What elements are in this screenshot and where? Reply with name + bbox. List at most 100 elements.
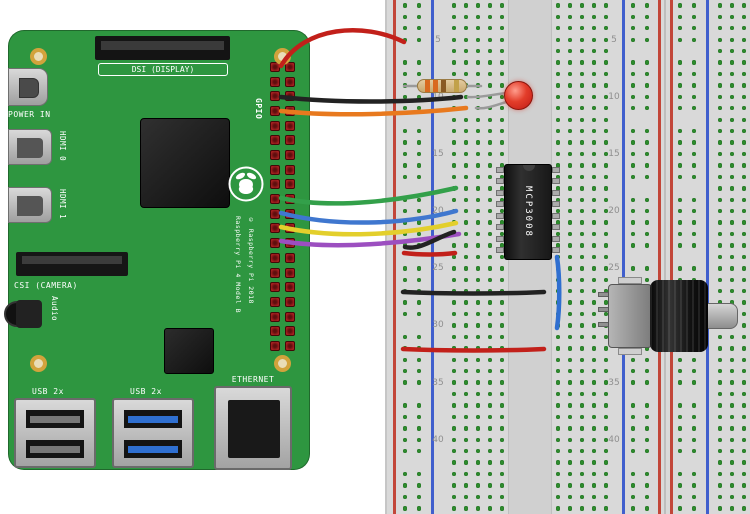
gpio-pin [285,179,295,190]
breadboard-hole [717,449,723,454]
breadboard-hole [591,60,597,65]
breadboard-hole [579,426,585,431]
gpio-pin [270,296,280,307]
breadboard-hole [555,334,561,340]
breadboard-hole [402,334,408,340]
breadboard-hole [579,506,585,511]
breadboard-hole [644,174,650,180]
breadboard-hole [402,151,408,157]
breadboard-hole [463,277,469,282]
breadboard-hole [463,14,469,20]
breadboard-hole [579,300,585,305]
breadboard-hole [487,26,493,31]
breadboard-hole [717,403,723,408]
breadboard-hole [691,14,697,20]
breadboard-hole [416,277,422,282]
power-rail-blue-line-left [431,0,434,514]
power-in-label: POWER IN [8,110,51,119]
breadboard-hole [402,3,408,8]
breadboard-hole [463,60,469,65]
breadboard-hole [402,266,408,271]
breadboard-hole [475,449,481,454]
breadboard-hole [591,37,597,42]
breadboard-hole [691,60,697,65]
breadboard-hole [555,48,561,54]
breadboard-hole [741,380,747,385]
breadboard-hole [567,346,573,351]
breadboard-hole [555,174,561,180]
breadboard-hole [603,346,609,351]
breadboard-hole [567,151,573,157]
gpio-pin [285,267,295,278]
breadboard-hole [644,506,650,511]
breadboard-hole [630,94,636,100]
gpio-pin [270,340,280,351]
breadboard-hole [451,460,457,465]
potentiometer-tab [618,277,642,284]
breadboard-hole [555,471,561,477]
breadboard-hole [567,277,573,282]
breadboard-hole [729,14,735,20]
breadboard-hole [416,311,422,317]
breadboard-hole [402,403,408,408]
power-rail-red-line-board2 [670,0,673,514]
breadboard-hole [591,231,597,237]
breadboard-hole [591,277,597,282]
breadboard-hole [487,426,493,431]
breadboard-hole [487,14,493,20]
breadboard-hole [416,71,422,77]
breadboard-hole [555,243,561,248]
breadboard-hole [630,243,636,248]
breadboard-hole [475,220,481,225]
breadboard-hole [463,288,469,294]
breadboard-hole [499,243,505,248]
breadboard-hole [644,128,650,134]
breadboard-hole [451,357,457,362]
breadboard-hole [603,266,609,271]
breadboard-hole [579,277,585,282]
mounting-hole [273,354,291,372]
gpio-pin [270,120,280,131]
breadboard-hole [451,494,457,500]
breadboard-hole [729,48,735,54]
breadboard-hole [487,471,493,477]
breadboard-hole [555,483,561,488]
breadboard-hole [591,437,597,442]
jumper-red-short [401,250,458,257]
breadboard-hole [644,140,650,145]
chip-pin [552,167,560,173]
chip-pin [552,235,560,242]
breadboard-hole [579,483,585,488]
breadboard-hole [579,334,585,340]
csi-connector [16,252,128,276]
breadboard-hole [677,174,683,180]
usb-slot [124,440,182,458]
breadboard-hole [567,94,573,100]
dsi-slot [101,41,224,50]
breadboard-hole [591,254,597,260]
row-number: 20 [608,206,620,217]
breadboard-hole [677,37,683,42]
breadboard-hole [555,449,561,454]
breadboard-hole [463,208,469,214]
breadboard-hole [487,391,493,397]
breadboard-hole [603,471,609,477]
breadboard-hole [644,163,650,168]
breadboard-hole [603,174,609,180]
breadboard-hole [579,117,585,122]
row-number: 30 [432,320,444,331]
breadboard-hole [691,494,697,500]
breadboard-hole [416,3,422,8]
breadboard-hole [475,471,481,477]
breadboard-hole [644,14,650,20]
breadboard-hole [487,357,493,362]
breadboard-hole [463,506,469,511]
breadboard-hole [591,506,597,511]
breadboard-hole [579,151,585,157]
breadboard-hole [729,26,735,31]
usb-tongue [30,416,80,423]
breadboard-hole [475,197,481,202]
breadboard-hole [717,71,723,77]
breadboard-hole [603,140,609,145]
breadboard-hole [603,151,609,157]
